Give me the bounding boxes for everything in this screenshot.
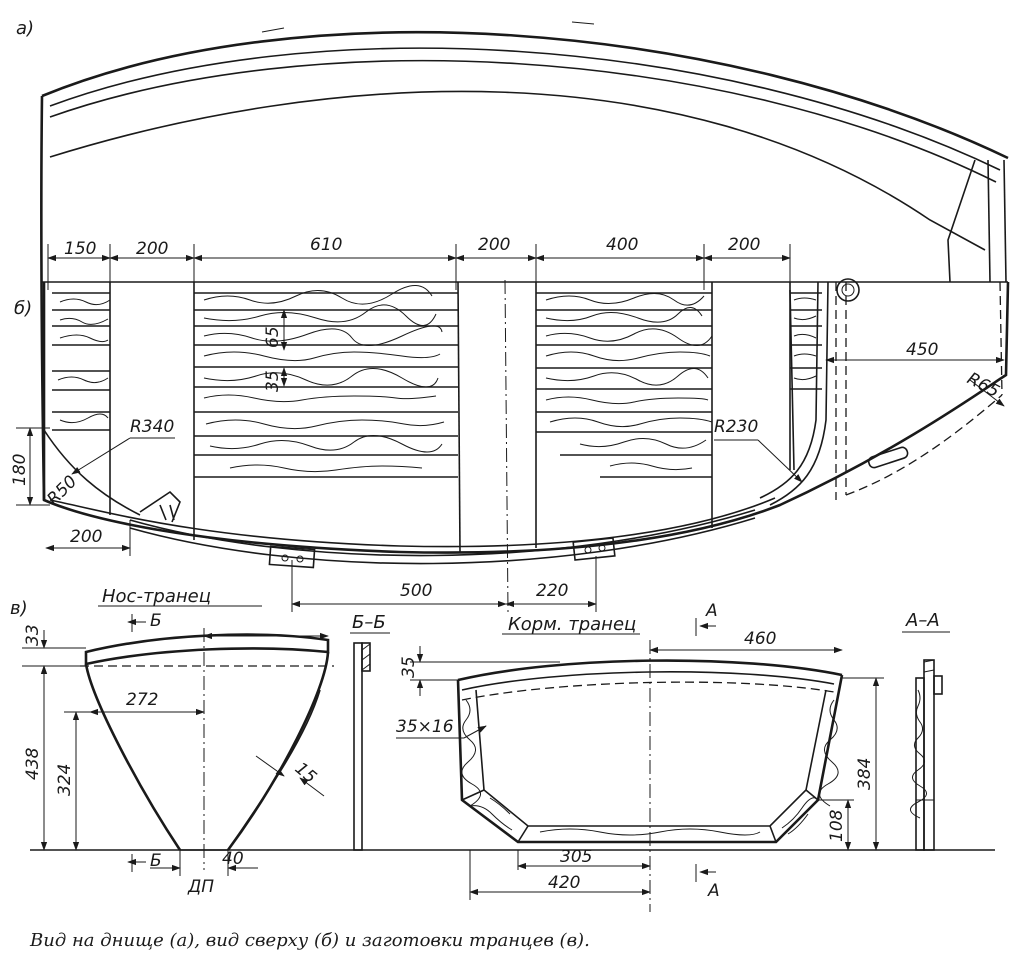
bow-transom-title: Нос-транец (102, 586, 211, 607)
top-view-outline (42, 278, 1010, 613)
bow-transom (80, 628, 334, 870)
bow-section-mark-bottom: Б (150, 851, 162, 871)
dim-438: 438 (23, 747, 43, 780)
dim-r65: R65 (964, 369, 1003, 402)
dim-500: 500 (400, 581, 432, 601)
stern-transom (456, 640, 844, 912)
stern-section-title: А–А (905, 610, 940, 631)
stern-section-mark-top: А (705, 601, 718, 621)
label-view-b: б) (14, 298, 32, 319)
dim-610: 610 (310, 235, 342, 255)
stern-section-mark-bottom: А (707, 881, 720, 901)
label-view-v: в) (10, 598, 28, 619)
label-dp: ДП (187, 877, 214, 897)
dim-460: 460 (744, 629, 776, 649)
bottom-view-outline (40, 21, 1009, 501)
dim-35x16: 35×16 (396, 717, 454, 737)
bow-section-title: Б–Б (352, 612, 386, 633)
dim-r50: R50 (43, 472, 81, 510)
dim-420: 420 (548, 873, 580, 893)
dim-65: 65 (263, 326, 283, 348)
top-dimension-chain (47, 244, 791, 290)
dim-150: 150 (64, 239, 96, 259)
dim-200-bottom: 200 (70, 527, 102, 547)
label-view-a: а) (16, 18, 34, 39)
dim-400: 400 (606, 235, 638, 255)
dim-33: 33 (23, 624, 43, 646)
dim-200-c: 200 (728, 235, 760, 255)
dim-200-b: 200 (478, 235, 510, 255)
dim-272: 272 (126, 690, 158, 710)
dim-35-stern: 35 (399, 656, 419, 678)
stern-transom-title: Корм. транец (508, 614, 636, 635)
dim-108: 108 (827, 809, 847, 842)
dim-200-a: 200 (136, 239, 168, 259)
bottom-planks (52, 285, 822, 478)
dim-324: 324 (55, 764, 75, 796)
dim-384: 384 (855, 758, 875, 790)
dim-450: 450 (906, 340, 938, 360)
bow-section-mark-top: Б (150, 611, 162, 631)
dim-r230: R230 (714, 417, 758, 437)
dim-180: 180 (10, 454, 30, 486)
dim-r340: R340 (130, 417, 174, 437)
dim-40: 40 (222, 849, 244, 869)
bow-section-bb (353, 642, 371, 851)
dim-15: 15 (291, 759, 320, 788)
figure-caption: Вид на днище (а), вид сверху (б) и загот… (30, 930, 590, 951)
dim-220: 220 (536, 581, 568, 601)
dim-35: 35 (263, 370, 283, 392)
dim-305: 305 (560, 847, 592, 867)
stern-section-aa (910, 659, 943, 851)
